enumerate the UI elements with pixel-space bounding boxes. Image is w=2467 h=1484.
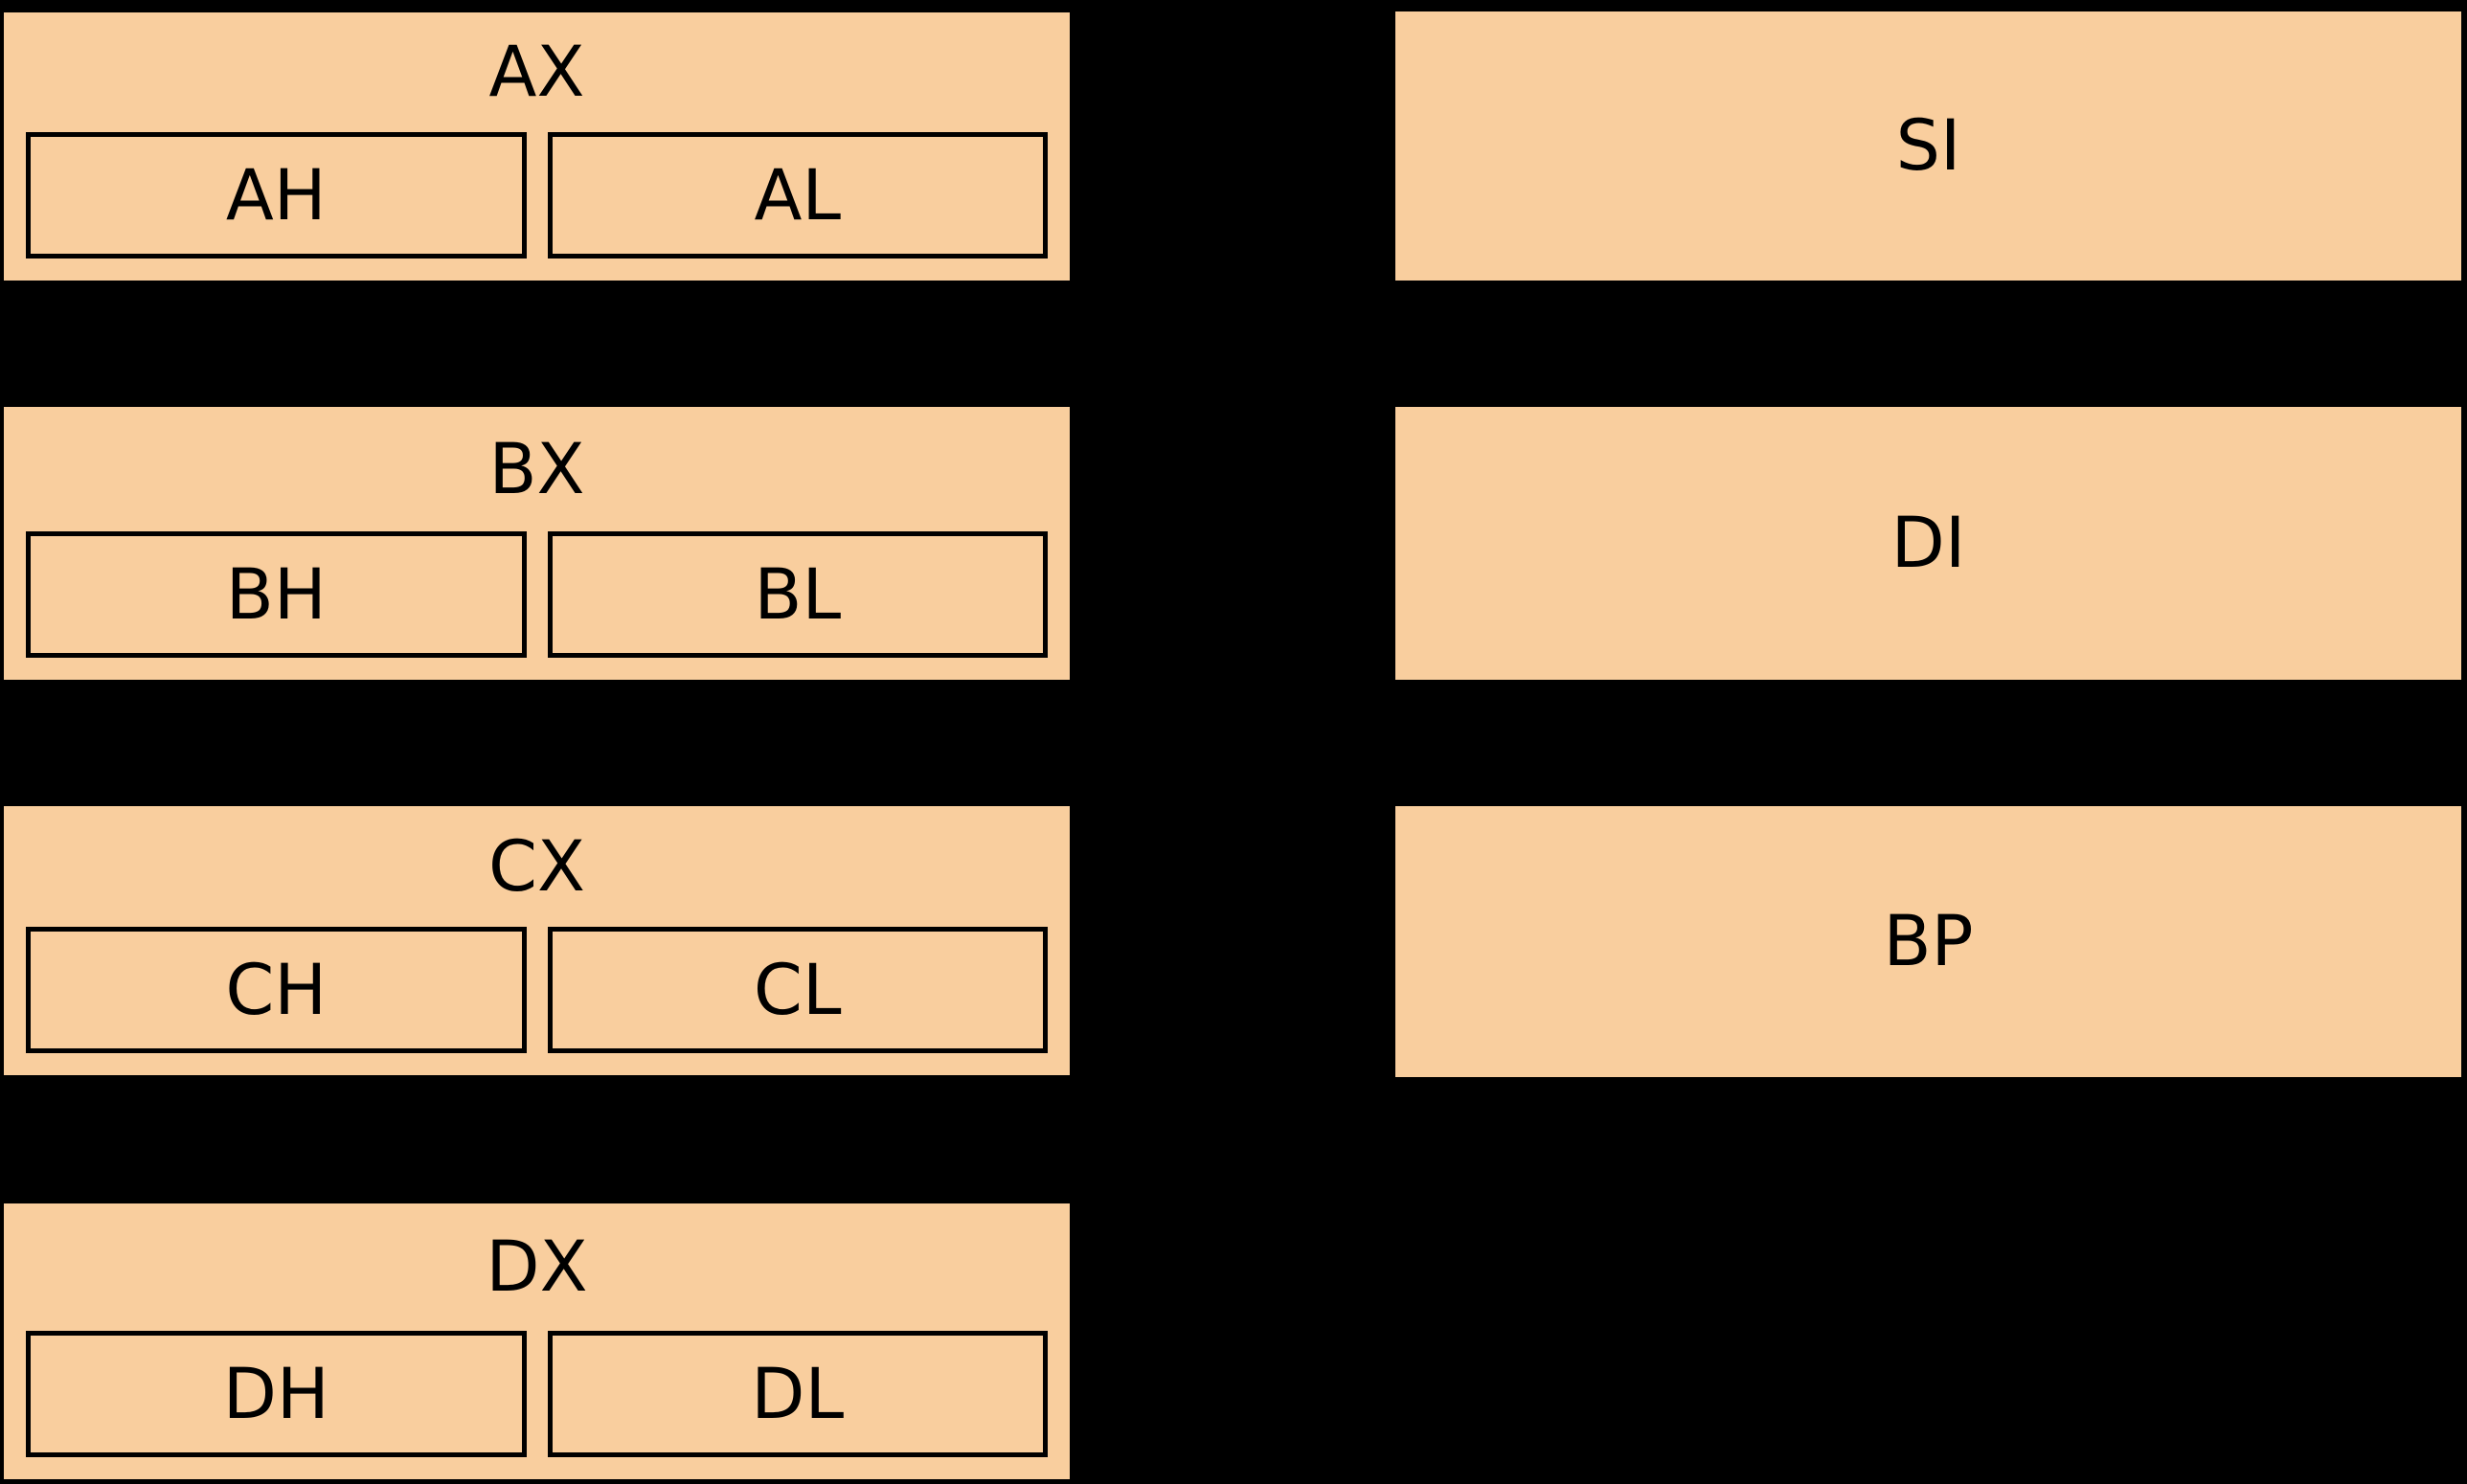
register-cx-halves: CH CL <box>26 927 1048 1053</box>
register-si-box: SI <box>1395 11 2461 281</box>
register-bh-label: BH <box>225 553 327 636</box>
register-di-box: DI <box>1395 407 2461 680</box>
register-bp-box: BP <box>1395 806 2461 1077</box>
register-dh-box: DH <box>26 1331 527 1457</box>
register-dx-label: DX <box>486 1226 588 1308</box>
register-bx-box: BX BH BL <box>4 407 1070 680</box>
register-bp-label: BP <box>1883 901 1974 982</box>
register-dx-halves: DH DL <box>26 1331 1048 1457</box>
register-ax-label: AX <box>488 32 585 113</box>
register-cl-box: CL <box>547 927 1048 1053</box>
register-bx-halves: BH BL <box>26 531 1048 658</box>
register-ch-label: CH <box>225 949 328 1031</box>
register-dx-box: DX DH DL <box>4 1203 1070 1479</box>
register-di-label: DI <box>1890 503 1966 584</box>
register-cx-label: CX <box>488 825 585 908</box>
register-bl-box: BL <box>547 531 1048 658</box>
register-al-box: AL <box>547 132 1048 259</box>
register-al-label: AL <box>754 154 842 236</box>
register-ax-box: AX AH AL <box>4 12 1070 281</box>
register-ch-box: CH <box>26 927 527 1053</box>
register-ax-halves: AH AL <box>26 132 1048 259</box>
register-dh-label: DH <box>222 1353 329 1435</box>
register-dl-box: DL <box>547 1331 1048 1457</box>
register-dl-label: DL <box>751 1353 845 1435</box>
register-cl-label: CL <box>753 949 842 1031</box>
register-ah-label: AH <box>225 154 327 236</box>
register-bx-label: BX <box>488 428 585 510</box>
register-bh-box: BH <box>26 531 527 658</box>
register-si-label: SI <box>1895 105 1961 187</box>
register-bl-label: BL <box>754 553 842 636</box>
register-ah-box: AH <box>26 132 527 259</box>
register-cx-box: CX CH CL <box>4 806 1070 1075</box>
